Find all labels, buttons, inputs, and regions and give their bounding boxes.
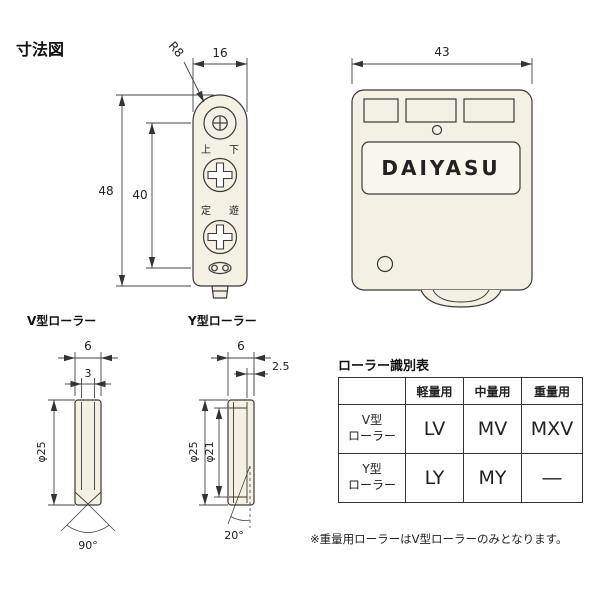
r8-leader xyxy=(183,61,205,103)
label-down: 下 xyxy=(229,145,239,156)
bottom-tab xyxy=(211,285,229,299)
table-row-v: V型 ローラー LV MV MXV xyxy=(338,404,583,454)
y-roller-outline xyxy=(227,399,255,506)
angle-line xyxy=(227,465,251,525)
dim-v-dia-text: φ25 xyxy=(35,441,48,462)
angle-line xyxy=(87,503,116,532)
label-up: 上 xyxy=(201,144,211,156)
angle-arc xyxy=(66,524,110,533)
dim-y6-text: 6 xyxy=(237,339,245,353)
angle-arc xyxy=(230,516,251,521)
dim-y25-text: 2.5 xyxy=(272,360,290,373)
roller-table-title: ローラー識別表 xyxy=(338,359,430,374)
dim-40-text: 40 xyxy=(132,188,147,202)
slot-hole-right xyxy=(222,264,229,272)
dim-48-text: 48 xyxy=(98,184,113,198)
pivot-hole-outer xyxy=(203,106,237,140)
v-roller-view xyxy=(74,399,102,506)
bracket-outline xyxy=(192,94,248,287)
roller-bulge-inner xyxy=(432,289,490,303)
dim-r8-text: R8 xyxy=(166,39,187,60)
col-header-light: 軽量用 xyxy=(405,377,464,405)
y-roller-view xyxy=(227,399,255,506)
row-header-v-roller: V型 ローラー xyxy=(338,404,406,454)
y-roller-dimensions xyxy=(199,352,271,528)
side-view-dimensions xyxy=(351,58,533,84)
cell-y-light: LY xyxy=(405,453,464,503)
table-corner-cell xyxy=(338,377,406,405)
dim-y-dia-outer-text: φ25 xyxy=(187,441,200,462)
dim-y-dia-inner-text: φ21 xyxy=(203,441,216,462)
adjust-screw-1-cross xyxy=(207,162,233,188)
dim-v6-text: 6 xyxy=(84,339,92,353)
footnote-text: ※重量用ローラーはV型ローラーのみとなります。 xyxy=(310,532,568,546)
slot-hole-left xyxy=(211,264,218,272)
dim-43-text: 43 xyxy=(434,45,449,59)
roller-bulge xyxy=(420,289,502,308)
adjust-screw-2-cross xyxy=(207,224,233,250)
roller-id-table: 軽量用 中量用 重量用 V型 ローラー LV MV MXV Y型 ローラー LY… xyxy=(338,377,583,503)
cell-y-medium: MY xyxy=(463,453,522,503)
table-row-y: Y型 ローラー LY MY ― xyxy=(338,453,583,503)
v-roller-label: V型ローラー xyxy=(27,314,97,328)
adjust-screw-1-ring xyxy=(202,157,238,193)
side-view xyxy=(351,89,533,308)
top-notch-left xyxy=(363,98,399,123)
v-roller-dimensions xyxy=(48,352,118,533)
dim-v-angle-text: 90° xyxy=(78,539,98,552)
top-notch-right xyxy=(463,98,515,123)
lower-hole xyxy=(376,255,394,273)
angle-line xyxy=(60,503,89,532)
top-small-hole xyxy=(431,124,443,136)
dim-v3-text: 3 xyxy=(85,367,92,380)
table-header-row: 軽量用 中量用 重量用 xyxy=(338,377,583,405)
adjust-screw-2-ring xyxy=(202,219,238,255)
y-roller-label: Y型ローラー xyxy=(188,314,257,328)
v-groove-right xyxy=(87,491,102,505)
brand-text: DAIYASU xyxy=(381,156,500,180)
dim-y-angle-text: 20° xyxy=(224,529,244,542)
front-view-dimensions xyxy=(116,58,248,287)
col-header-medium: 中量用 xyxy=(463,377,522,405)
v-groove-left xyxy=(74,491,89,505)
cell-v-light: LV xyxy=(405,404,464,454)
col-header-heavy: 重量用 xyxy=(521,377,583,405)
v-roller-outline xyxy=(74,399,102,506)
cell-v-medium: MV xyxy=(463,404,522,454)
front-view xyxy=(192,94,248,299)
label-fixed: 定 xyxy=(201,204,211,217)
label-free: 遊 xyxy=(229,204,239,217)
cell-y-heavy: ― xyxy=(521,453,583,503)
row-header-y-roller: Y型 ローラー xyxy=(338,453,406,503)
page-title: 寸法図 xyxy=(16,40,65,59)
dim-16-text: 16 xyxy=(212,46,227,60)
cell-v-heavy: MXV xyxy=(521,404,583,454)
slot-hole xyxy=(208,261,232,275)
brand-plate xyxy=(361,141,521,195)
top-notch-middle xyxy=(405,98,457,123)
